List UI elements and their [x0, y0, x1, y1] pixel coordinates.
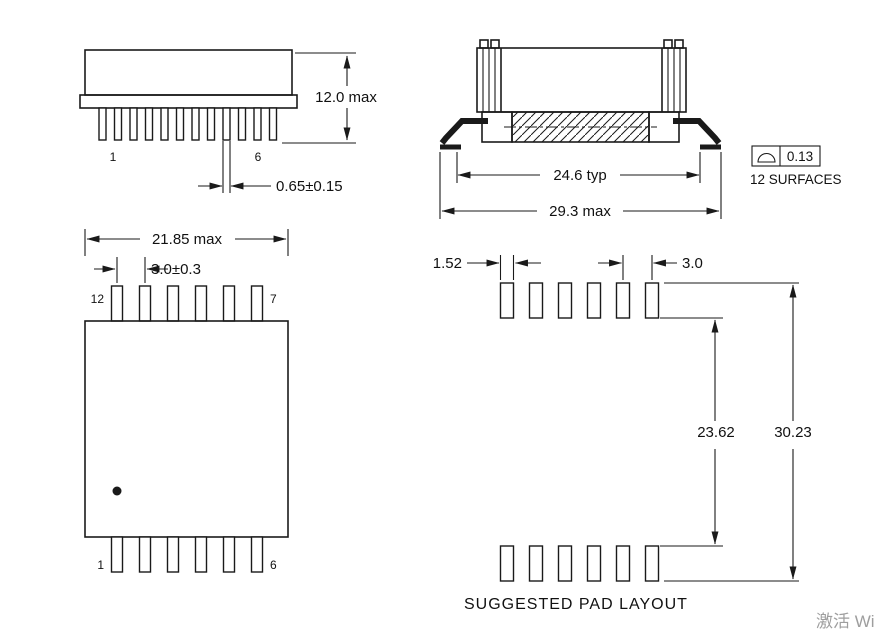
- pad: [499, 282, 515, 319]
- top-view-upper-pins: [110, 285, 264, 322]
- activation-watermark: 激活 Wi: [816, 612, 875, 631]
- pad-inner-span-dim: 23.62: [697, 424, 735, 441]
- surface-profile-icon: [757, 153, 776, 163]
- lead-right: [673, 118, 722, 145]
- coplanarity-note: 12 SURFACES: [750, 172, 842, 187]
- side-tab: [490, 39, 500, 49]
- top-pin-pitch-dim: 3.0±0.3: [151, 261, 201, 278]
- pin: [253, 107, 262, 141]
- pin: [110, 285, 124, 322]
- pad: [557, 545, 573, 582]
- pin1-marker-dot: [112, 486, 122, 496]
- pad: [615, 282, 631, 319]
- lower-pads: [499, 545, 660, 582]
- pin: [166, 285, 180, 322]
- front-body: [84, 49, 293, 96]
- side-body-width-dim: 24.6 typ: [553, 167, 606, 184]
- top-pin12-label: 12: [91, 292, 105, 306]
- pad: [528, 545, 544, 582]
- pin: [129, 107, 138, 141]
- pin: [222, 536, 236, 573]
- pin: [250, 285, 264, 322]
- coplanarity-callout: 0.13 12 SURFACES: [750, 145, 842, 187]
- pad-layout-caption: SUGGESTED PAD LAYOUT: [464, 596, 688, 613]
- pin: [144, 107, 154, 141]
- pin: [237, 107, 247, 141]
- upper-pads: [499, 282, 660, 319]
- front-pin1-label: 1: [110, 150, 117, 164]
- side-tab: [674, 39, 684, 49]
- lead-left: [439, 118, 488, 145]
- pad: [644, 545, 660, 582]
- pin: [206, 107, 216, 141]
- side-tab: [663, 39, 673, 49]
- pin: [160, 107, 169, 141]
- pad-layout: 1.52 3.0 23.62 30.23 SUGGESTED PAD LAYOU…: [433, 255, 812, 613]
- pin: [138, 536, 152, 573]
- pad-outer-span-dim: 30.23: [774, 424, 812, 441]
- pin: [175, 107, 185, 141]
- side-tab: [479, 39, 489, 49]
- front-height-dim: 12.0 max: [315, 89, 377, 106]
- pad-width-dim: 1.52: [433, 255, 462, 272]
- pad: [615, 545, 631, 582]
- front-flange: [79, 94, 298, 109]
- side-flange-right: [648, 111, 680, 143]
- front-pins: [98, 107, 278, 141]
- top-view: 21.85 max 3.0±0.3 12 7 1: [84, 229, 289, 573]
- top-pin1-label: 1: [97, 558, 104, 572]
- front-pin6-label: 6: [255, 150, 262, 164]
- pin: [113, 107, 123, 141]
- coplanarity-value: 0.13: [787, 149, 813, 164]
- pin: [191, 107, 200, 141]
- top-pin6-label: 6: [270, 558, 277, 572]
- side-overall-width-dim: 29.3 max: [549, 203, 611, 220]
- pad: [586, 282, 602, 319]
- pin: [222, 107, 231, 141]
- pad-pitch-dim: 3.0: [682, 255, 703, 272]
- pin: [138, 285, 152, 322]
- front-view: 1 6 12.0 max 0.65±0.15: [79, 49, 377, 195]
- front-pin-width-dim: 0.65±0.15: [276, 178, 343, 195]
- pad: [499, 545, 515, 582]
- pin: [194, 536, 208, 573]
- pad: [586, 545, 602, 582]
- top-overall-width-dim: 21.85 max: [152, 231, 223, 248]
- pin: [98, 107, 107, 141]
- pin: [110, 536, 124, 573]
- top-view-lower-pins: [110, 536, 264, 573]
- side-flange-left: [481, 111, 513, 143]
- top-pin7-label: 7: [270, 292, 277, 306]
- side-body: [476, 47, 687, 113]
- pad: [557, 282, 573, 319]
- callout-frame: [751, 145, 821, 167]
- pad: [528, 282, 544, 319]
- top-body: [84, 320, 289, 538]
- pin: [194, 285, 208, 322]
- pin: [268, 107, 278, 141]
- pin: [222, 285, 236, 322]
- pad: [644, 282, 660, 319]
- pin: [166, 536, 180, 573]
- pin: [250, 536, 264, 573]
- side-view: 24.6 typ 29.3 max 0.13 12 SURFACES: [439, 39, 842, 220]
